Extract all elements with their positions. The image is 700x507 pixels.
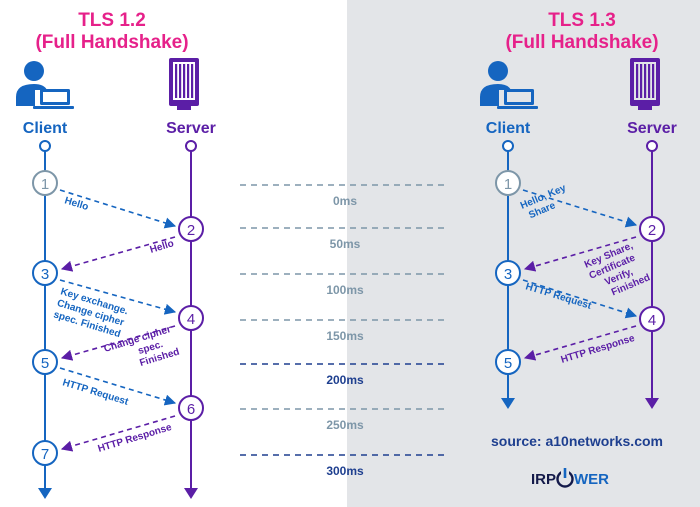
client-laptop-icon: [16, 61, 74, 109]
server-rack-icon: [630, 58, 660, 110]
svg-text:1: 1: [504, 176, 512, 193]
timeline-label-100ms: 100ms: [326, 283, 364, 297]
timeline-label-50ms: 50ms: [330, 237, 361, 251]
tls12-msg-key-exchange: Key exchange. Change cipher spec. Finish…: [52, 286, 129, 340]
timeline-label-250ms: 250ms: [326, 418, 364, 432]
tls12-step-3: 3: [32, 260, 58, 286]
tls13-client-lifeline-start: [502, 140, 514, 152]
tls12-arrow-http-request: [59, 367, 177, 406]
tls13-arrow-hello-keyshare: [522, 189, 638, 228]
tls12-arrow-change-cipher: [60, 325, 176, 361]
tls12-server-label: Server: [166, 120, 216, 137]
tls12-client-lifeline-start: [39, 140, 51, 152]
timeline-label-0ms: 0ms: [333, 194, 357, 208]
svg-text:5: 5: [41, 355, 49, 372]
tls13-server-label: Server: [627, 120, 677, 137]
tls13-client-lifeline-arrow: [501, 398, 515, 409]
tls12-step-5: 5: [32, 349, 58, 375]
svg-text:4: 4: [648, 312, 656, 329]
tls12-arrow-hello-server: [60, 236, 176, 272]
svg-text:1: 1: [41, 176, 49, 193]
svg-text:5: 5: [504, 355, 512, 372]
svg-text:3: 3: [41, 266, 49, 283]
svg-text:6: 6: [187, 401, 195, 418]
tls13-arrow-http-request: [522, 279, 638, 319]
svg-text:2: 2: [187, 222, 195, 239]
svg-text:7: 7: [41, 446, 49, 463]
svg-text:2: 2: [648, 222, 656, 239]
tls12-subtitle: (Full Handshake): [35, 32, 188, 53]
tls12-msg-hello-server: Hello: [149, 238, 176, 256]
tls12-msg-http-request: HTTP Request: [61, 377, 130, 408]
tls12-title: TLS 1.2: [78, 10, 146, 31]
tls12-client-lifeline-arrow: [38, 488, 52, 499]
tls12-step-7: 7: [32, 440, 58, 466]
timeline-label-200ms: 200ms: [326, 373, 364, 387]
irpower-logo: IRP WER: [531, 468, 609, 488]
tls12-step-1: 1: [32, 170, 58, 196]
logo-text-left: IRP: [531, 471, 556, 488]
tls13-step-1: 1: [495, 170, 521, 196]
tls12-client-label: Client: [23, 120, 68, 137]
tls12-arrow-key-exchange: [59, 279, 177, 315]
tls13-client-label: Client: [486, 120, 531, 137]
tls13-step-2: 2: [639, 216, 665, 242]
tls13-server-lifeline-arrow: [645, 398, 659, 409]
tls13-arrow-keyshare-finished: [523, 236, 637, 272]
tls12-arrow-http-response: [60, 415, 176, 452]
tls13-title: TLS 1.3: [548, 10, 616, 31]
client-laptop-icon: [480, 61, 538, 109]
tls13-step-4: 4: [639, 306, 665, 332]
logo-text-right: WER: [574, 471, 609, 488]
timeline-label-300ms: 300ms: [326, 464, 364, 478]
svg-text:4: 4: [187, 311, 195, 328]
power-icon: [556, 468, 574, 488]
tls12-msg-http-response: HTTP Response: [97, 422, 174, 455]
tls13-step-3: 3: [495, 260, 521, 286]
tls13-arrow-http-response: [523, 325, 637, 361]
source-caption: source: a10networks.com: [491, 433, 663, 449]
tls12-server-lifeline-start: [185, 140, 197, 152]
tls12-msg-hello-client: Hello: [63, 195, 90, 213]
tls12-step-2: 2: [178, 216, 204, 242]
tls13-server-lifeline-start: [646, 140, 658, 152]
timeline: 0ms 50ms 100ms 150ms 200ms 250ms 300ms: [240, 184, 448, 478]
svg-text:3: 3: [504, 266, 512, 283]
tls13-subtitle: (Full Handshake): [505, 32, 658, 53]
server-rack-icon: [169, 58, 199, 110]
tls12-step-4: 4: [178, 305, 204, 331]
tls12-step-6: 6: [178, 395, 204, 421]
tls12-server-lifeline-arrow: [184, 488, 198, 499]
tls13-step-5: 5: [495, 349, 521, 375]
timeline-label-150ms: 150ms: [326, 329, 364, 343]
tls12-arrow-hello-client: [59, 189, 177, 229]
